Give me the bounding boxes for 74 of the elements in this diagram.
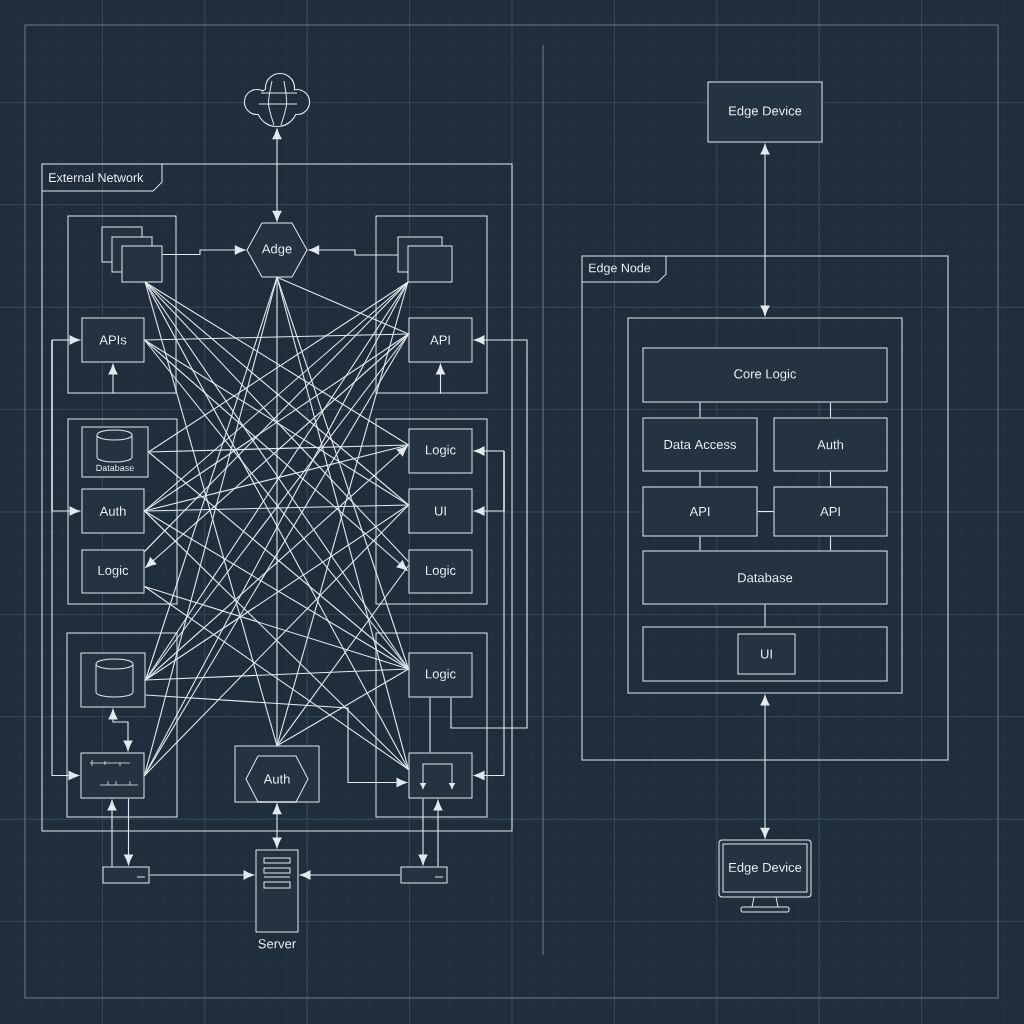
component-box: UI — [408, 488, 473, 534]
arrow — [148, 870, 254, 880]
connector-line — [756, 510, 775, 513]
connector-line — [429, 696, 431, 754]
document-stack — [397, 236, 453, 283]
arrow — [760, 144, 770, 316]
arrow — [433, 800, 443, 868]
component-box: Data Access — [642, 417, 758, 472]
connector-line — [829, 470, 832, 488]
arrow — [107, 800, 117, 868]
component-box: Logic — [408, 652, 473, 698]
arrow — [300, 870, 402, 880]
document-stack — [101, 226, 163, 283]
component-box: API — [773, 486, 888, 537]
arrow — [474, 446, 505, 456]
monitor-node: Edge Device — [718, 839, 812, 913]
component-box: API — [408, 317, 473, 363]
arrow — [760, 695, 770, 839]
arrow — [435, 364, 446, 395]
component-box: UI — [737, 633, 796, 675]
arrow — [272, 128, 282, 222]
component-box: Auth — [773, 417, 888, 472]
arrow — [418, 797, 428, 865]
connector-line — [143, 333, 410, 341]
server-label: Server — [258, 939, 296, 949]
device-bar — [102, 866, 150, 884]
group-box — [375, 215, 488, 394]
arrow — [144, 694, 407, 788]
connector-line — [147, 444, 410, 453]
connector-line — [699, 401, 701, 419]
device-bar — [400, 866, 448, 884]
tab-label: Edge Node — [581, 255, 667, 283]
connector-line — [144, 668, 410, 681]
connector-line — [829, 401, 832, 419]
connector-line — [276, 668, 410, 747]
cloud-icon — [243, 72, 311, 128]
group-box — [375, 418, 488, 605]
arrow — [474, 450, 505, 781]
component-box: Logic — [81, 549, 145, 594]
group-box — [66, 632, 178, 818]
connector-line — [829, 535, 832, 552]
connector-line — [143, 585, 410, 771]
arrow — [51, 339, 79, 781]
arrow — [123, 797, 134, 865]
arrow — [308, 245, 399, 256]
arrow — [108, 709, 133, 751]
connector-line — [699, 535, 701, 552]
group-box — [375, 632, 488, 818]
database-box: Database — [81, 426, 149, 478]
hexagon-node: Adge — [246, 222, 308, 278]
arrow — [450, 335, 528, 729]
group-box — [642, 626, 888, 682]
connector-line — [276, 564, 410, 747]
group-box — [67, 418, 178, 605]
component-box: API — [642, 486, 758, 537]
component-box: Core Logic — [642, 347, 888, 403]
component-box: Database — [642, 550, 888, 605]
group-box — [627, 317, 903, 694]
component-box: APIs — [81, 317, 145, 363]
arrow — [51, 335, 80, 345]
connector-line — [143, 585, 410, 670]
tab-label: External Network — [41, 163, 163, 192]
arrow — [161, 245, 246, 256]
connector-line — [276, 276, 410, 670]
connector-line — [276, 276, 410, 335]
group-box — [67, 215, 177, 394]
component-box: Edge Device — [707, 81, 823, 143]
arrow — [108, 364, 118, 395]
arrow — [272, 803, 282, 848]
component-box: Auth — [81, 488, 145, 534]
connector-line — [699, 470, 701, 488]
component-box: Logic — [408, 428, 473, 474]
connector-line — [764, 603, 766, 628]
component-box: Logic — [408, 549, 473, 594]
